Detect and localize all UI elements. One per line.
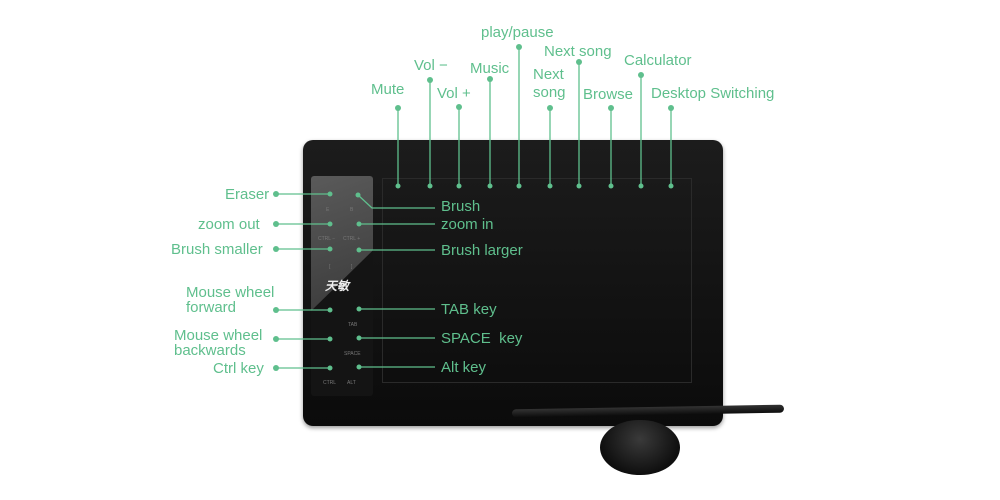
label-music: Music xyxy=(470,60,510,77)
key-bracket-right-label: ] xyxy=(351,264,353,270)
label-brush-larger: Brush larger xyxy=(441,242,523,259)
label-ctrl-key: Ctrl key xyxy=(213,360,264,377)
key-space-label: SPACE xyxy=(344,351,361,357)
label-vol-minus: Vol − xyxy=(414,57,448,74)
key-alt-label: ALT xyxy=(347,380,356,386)
label-next-song-2: Next song xyxy=(544,43,612,60)
label-play-pause: play/pause xyxy=(481,24,554,41)
key-tab-label: TAB xyxy=(348,322,358,328)
key-b-label: B xyxy=(350,207,354,213)
label-space-key: SPACE key xyxy=(441,330,523,347)
active-drawing-area xyxy=(382,178,692,383)
key-ctrl-minus-label: CTRL − xyxy=(318,236,336,242)
key-ctrl-plus-label: CTRL + xyxy=(343,236,361,242)
label-wheel-back-b: backwards xyxy=(174,342,246,359)
pen-stand xyxy=(600,420,680,475)
label-tab-key: TAB key xyxy=(441,301,497,318)
label-zoom-in: zoom in xyxy=(441,216,494,233)
label-zoom-out: zoom out xyxy=(198,216,260,233)
label-calculator: Calculator xyxy=(624,52,692,69)
label-alt-key: Alt key xyxy=(441,359,487,376)
label-eraser: Eraser xyxy=(225,186,270,203)
label-brush: Brush xyxy=(441,198,481,215)
label-next-song-b: song xyxy=(533,84,566,101)
label-next-song-a: Next xyxy=(533,66,564,83)
key-bracket-left-label: [ xyxy=(329,264,331,270)
label-browse: Browse xyxy=(583,86,634,103)
label-brush-smaller: Brush smaller xyxy=(171,241,263,258)
label-vol-plus: Vol + xyxy=(437,85,471,102)
express-key-panel xyxy=(311,176,373,396)
brand-logo: 天敏 xyxy=(325,279,350,293)
key-ctrl-label: CTRL xyxy=(323,380,337,386)
label-wheel-forward-b: forward xyxy=(186,299,237,316)
label-wheel-forward-a: Mouse wheel xyxy=(186,284,275,301)
drawing-tablet xyxy=(303,140,723,426)
key-e-label: E xyxy=(326,207,330,213)
label-wheel-back-a: Mouse wheel xyxy=(174,327,263,344)
label-mute: Mute xyxy=(371,81,405,98)
label-desktop-switching: Desktop Switching xyxy=(651,85,775,102)
